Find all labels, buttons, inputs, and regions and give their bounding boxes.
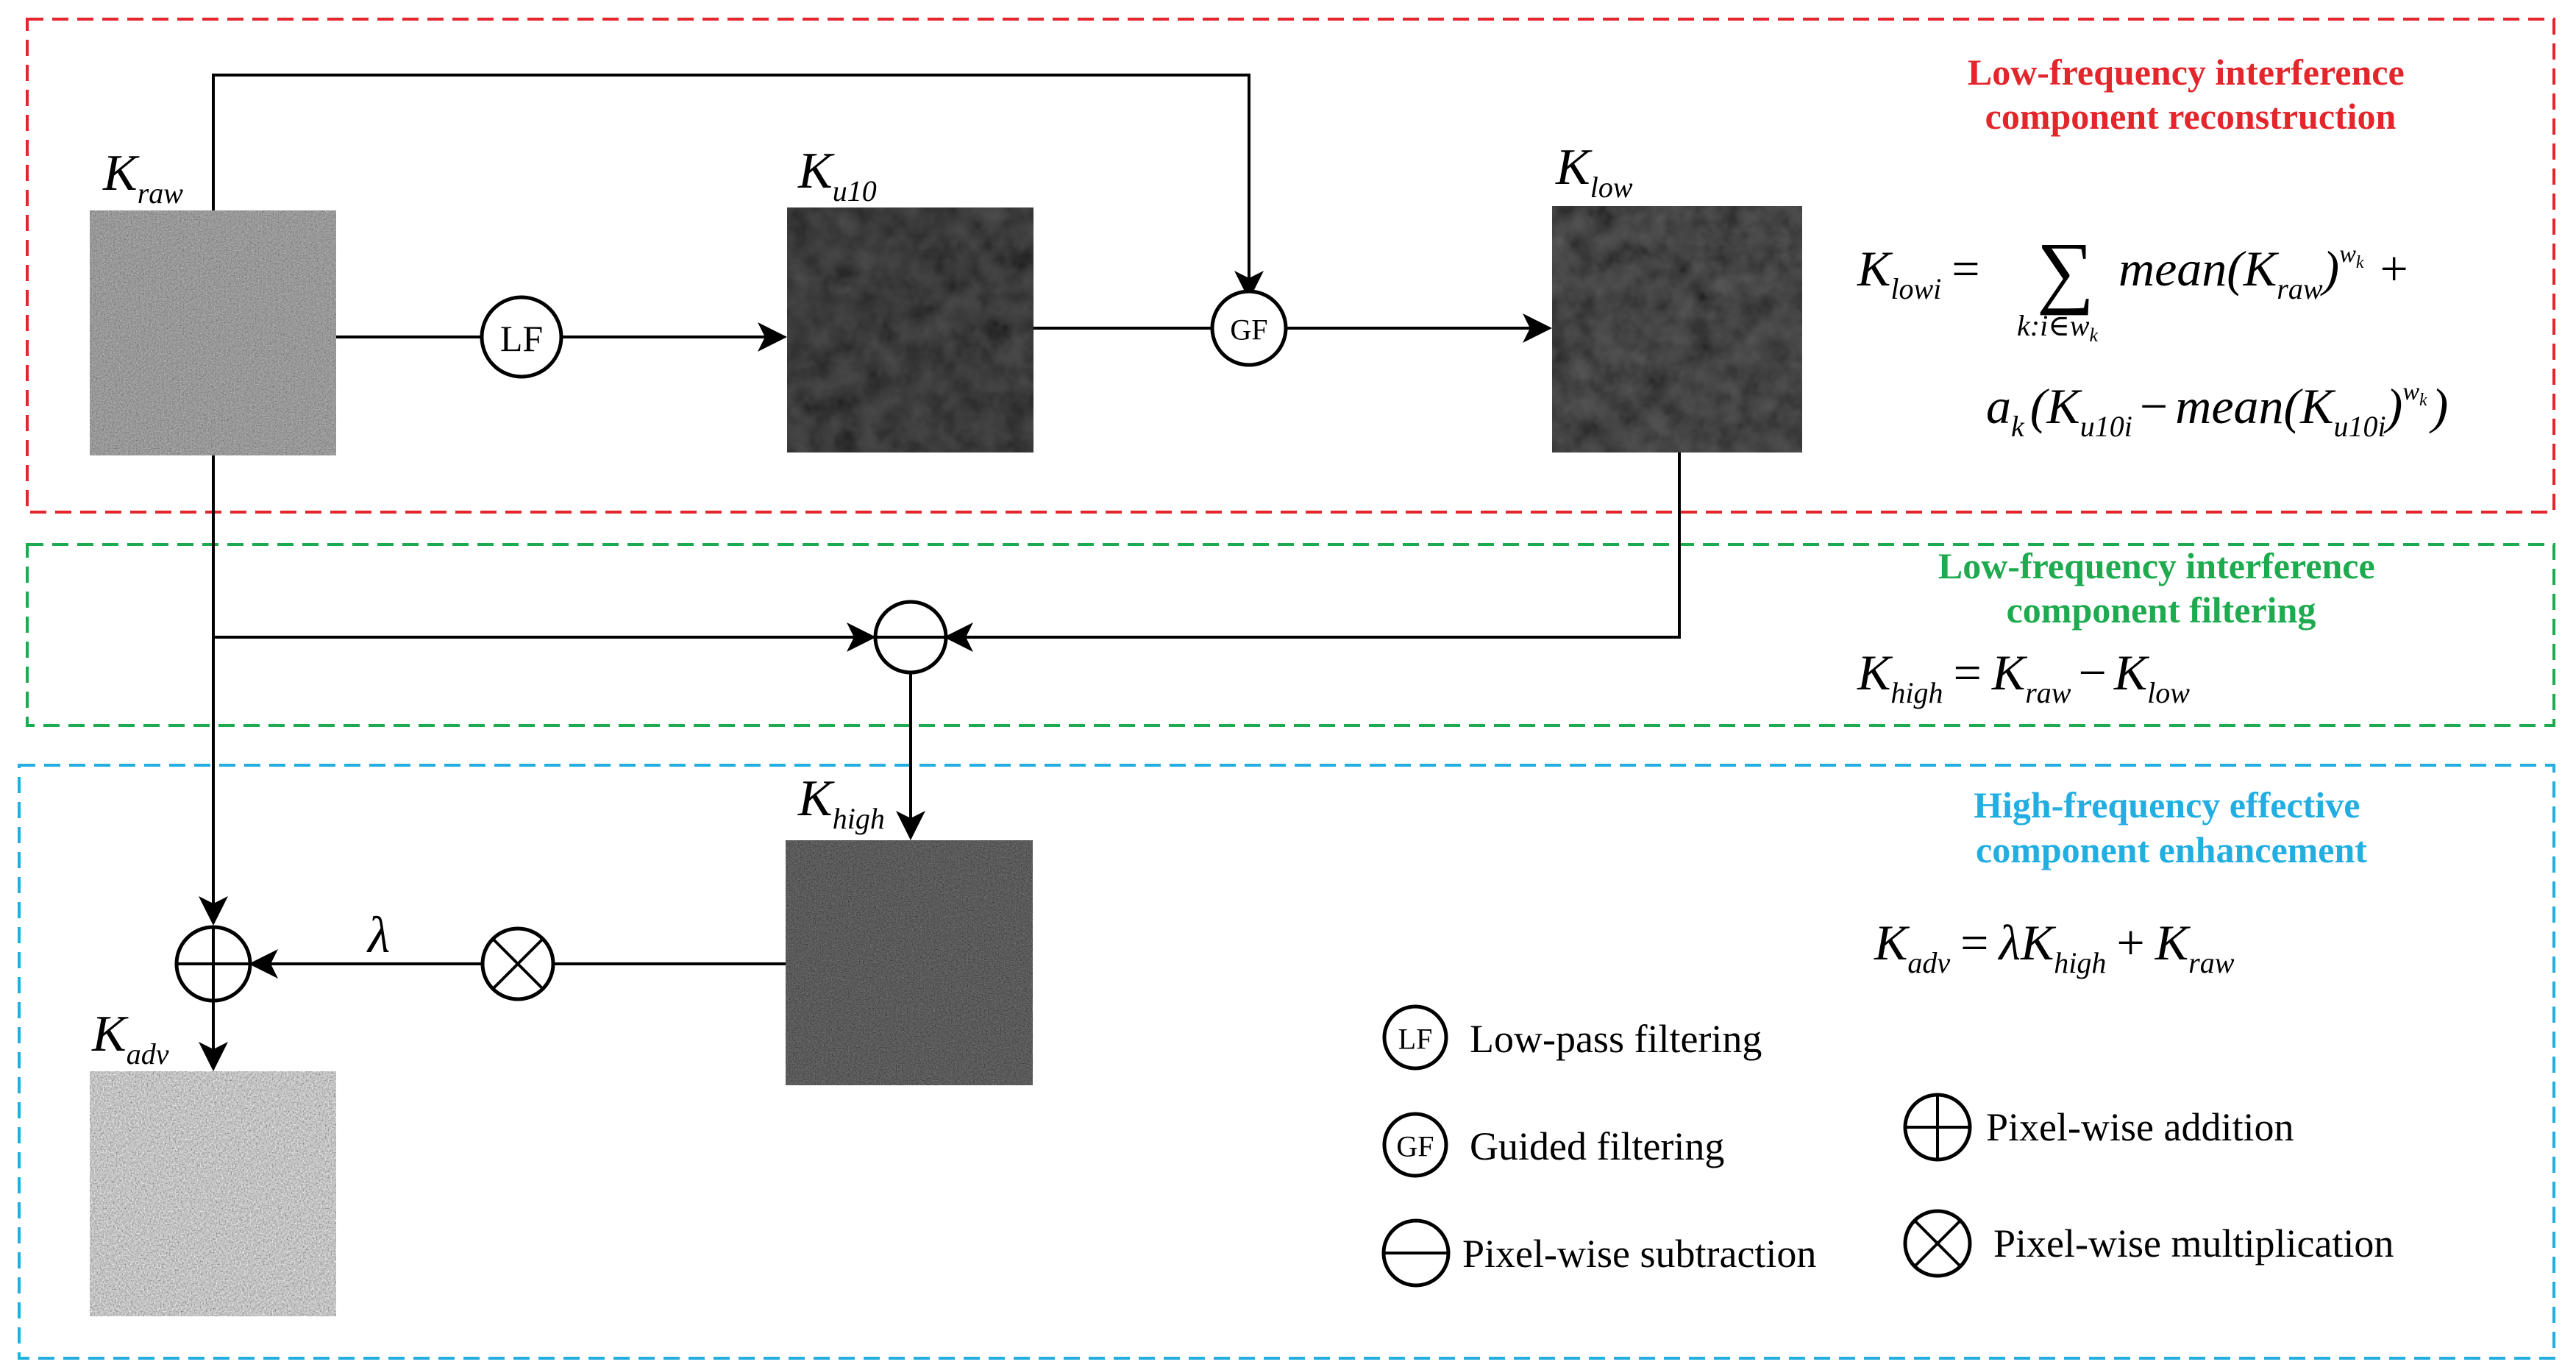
legend-gf: GF Guided filtering <box>1382 1112 1724 1178</box>
legend-subtract: Pixel-wise subtraction <box>1381 1218 1816 1288</box>
gf-node: GF <box>1210 289 1288 367</box>
image-k-low <box>1552 206 1802 452</box>
multiply-node <box>480 926 555 1001</box>
equation-k-low: Klowi= ∑ k:i∈wk mean(Kraw)wk+ ak(Ku10i−m… <box>1857 226 2448 443</box>
svg-text:Kadv=λKhigh+Kraw: Kadv=λKhigh+Kraw <box>1874 915 2235 979</box>
section-filtering-box <box>26 543 2555 727</box>
svg-text:Guided filtering: Guided filtering <box>1470 1124 1724 1168</box>
image-k-raw <box>90 210 336 455</box>
svg-text:∑: ∑ <box>2037 226 2094 316</box>
svg-text:ak(Ku10i−mean(Ku10i)wk): ak(Ku10i−mean(Ku10i)wk) <box>1986 378 2448 443</box>
legend: LF Low-pass filtering GF Guided filterin… <box>1381 1004 2394 1288</box>
image-k-high <box>786 840 1033 1085</box>
svg-text:GF: GF <box>1396 1130 1434 1163</box>
image-k-adv <box>90 1071 336 1316</box>
svg-text:k:i∈wk: k:i∈wk <box>2017 309 2098 346</box>
subtract-node <box>873 600 948 675</box>
equation-k-adv: Kadv=λKhigh+Kraw <box>1874 915 2235 979</box>
svg-text:Pixel-wise subtraction: Pixel-wise subtraction <box>1462 1232 1816 1276</box>
section-title-enhancement: High-frequency effective component enhan… <box>1974 784 2369 870</box>
section-reconstruction-box <box>26 18 2555 514</box>
section-title-reconstruction: Low-frequency interference component rec… <box>1968 52 2413 137</box>
svg-text:LF: LF <box>1398 1023 1433 1056</box>
svg-text:Low-pass filtering: Low-pass filtering <box>1470 1017 1762 1061</box>
section-title-filtering: Low-frequency interference component fil… <box>1938 545 2384 631</box>
svg-text:Pixel-wise multiplication: Pixel-wise multiplication <box>1993 1221 2394 1266</box>
label-k-low: Klow <box>1555 139 1633 204</box>
legend-multiply: Pixel-wise multiplication <box>1903 1209 2394 1278</box>
connector-lines <box>199 74 1681 1071</box>
equation-k-high: Khigh=Kraw−Klow <box>1857 645 2190 709</box>
label-k-raw: Kraw <box>102 145 183 210</box>
add-node <box>174 925 252 1003</box>
lf-node: LF <box>480 295 563 379</box>
svg-text:Pixel-wise addition: Pixel-wise addition <box>1986 1105 2294 1149</box>
label-k-high: Khigh <box>797 770 885 835</box>
section-enhancement-box <box>18 764 2555 1360</box>
lambda-label: λ <box>366 907 390 964</box>
svg-text:Klowi=: Klowi= <box>1857 241 1980 305</box>
svg-text:Khigh=Kraw−Klow: Khigh=Kraw−Klow <box>1857 645 2190 709</box>
image-k-u10 <box>787 207 1033 452</box>
svg-text:LF: LF <box>500 318 543 359</box>
svg-text:GF: GF <box>1230 313 1267 347</box>
label-k-u10: Ku10 <box>797 143 877 207</box>
legend-add: Pixel-wise addition <box>1903 1093 2294 1162</box>
svg-text:mean(Kraw)wk+: mean(Kraw)wk+ <box>2118 241 2408 305</box>
legend-lf: LF Low-pass filtering <box>1382 1004 1762 1071</box>
label-k-adv: Kadv <box>91 1006 169 1071</box>
